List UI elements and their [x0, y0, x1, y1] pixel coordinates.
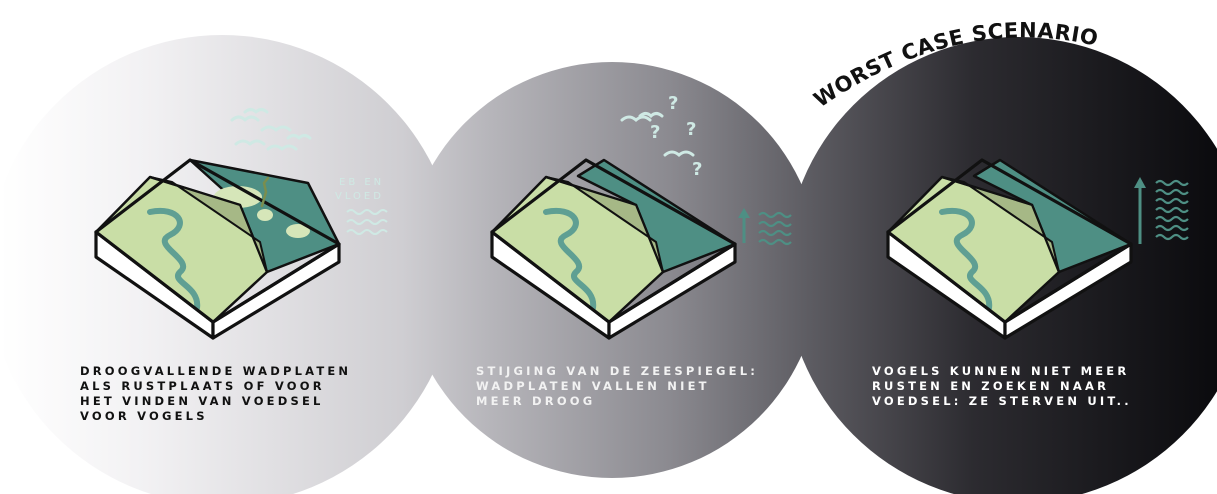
caption-line: VOOR VOGELS — [80, 409, 351, 424]
caption-line: DROOGVALLENDE WADPLATEN — [80, 364, 351, 379]
question-mark: ? — [668, 93, 678, 114]
caption-line: VOGELS KUNNEN NIET MEER — [872, 364, 1132, 379]
caption-line: HET VINDEN VAN VOEDSEL — [80, 394, 351, 409]
caption-panel-2: STIJGING VAN DE ZEESPIEGEL: WADPLATEN VA… — [476, 364, 758, 409]
question-mark: ? — [692, 159, 702, 180]
question-mark: ? — [650, 122, 660, 143]
caption-panel-3: VOGELS KUNNEN NIET MEER RUSTEN EN ZOEKEN… — [872, 364, 1132, 409]
tide-label-line: EB EN — [339, 176, 384, 190]
caption-panel-1: DROOGVALLENDE WADPLATEN ALS RUSTPLAATS O… — [80, 364, 351, 424]
caption-line: MEER DROOG — [476, 394, 758, 409]
tide-label-line: VLOED — [335, 190, 384, 204]
caption-line: RUSTEN EN ZOEKEN NAAR — [872, 379, 1132, 394]
caption-line: VOEDSEL: ZE STERVEN UIT.. — [872, 394, 1132, 409]
caption-line: STIJGING VAN DE ZEESPIEGEL: — [476, 364, 758, 379]
question-mark: ? — [686, 119, 696, 140]
caption-line: WADPLATEN VALLEN NIET — [476, 379, 758, 394]
mudflat — [257, 209, 273, 221]
caption-line: ALS RUSTPLAATS OF VOOR — [80, 379, 351, 394]
